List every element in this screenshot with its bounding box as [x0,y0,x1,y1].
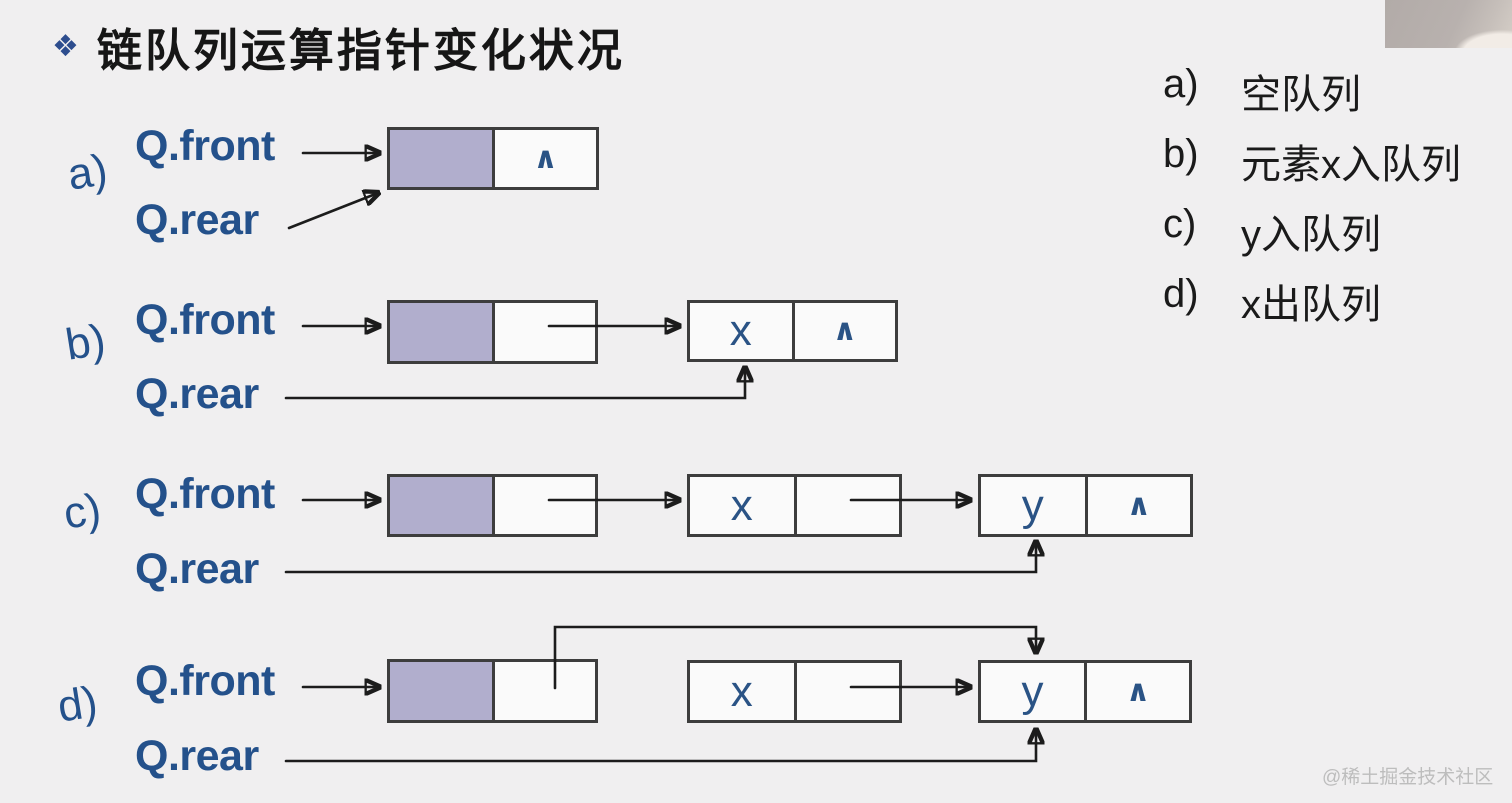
queue-node-x-c: x [687,474,902,537]
queue-node-head-d [387,659,598,723]
node-pointer-cell [495,303,595,361]
queue-node-x-d: x [687,660,902,723]
queue-node-head-a: ∧ [387,127,599,190]
node-data-cell: y [981,477,1088,534]
queue-node-x-b: x ∧ [687,300,898,362]
q-front-label-c: Q.front [135,470,275,518]
legend-prefix: a) [1163,62,1199,106]
node-data-cell [390,477,495,534]
node-data-cell: x [690,663,797,720]
queue-node-head-c [387,474,598,537]
node-pointer-cell: ∧ [1126,488,1151,522]
node-pointer-cell [495,662,595,720]
webcam-photo-fragment [1385,0,1512,48]
legend-text: 空队列 [1241,73,1361,117]
node-pointer-cell [797,477,899,534]
row-label-b: b) [62,315,109,370]
q-front-label-a: Q.front [135,122,275,170]
legend-text: y入队列 [1241,213,1381,257]
node-data-cell [390,662,495,720]
node-pointer-cell [797,663,899,720]
legend-prefix: d) [1163,272,1199,316]
rear-pointer-arrow-d [284,730,1036,763]
node-data-cell [390,130,496,187]
diamond-bullet-icon: ❖ [52,29,79,63]
watermark: @稀土掘金技术社区 [1322,767,1494,788]
legend-item-b: b) 元素x入队列 [1163,132,1461,202]
node-pointer-cell: ∧ [533,141,558,175]
q-front-label-b: Q.front [135,296,275,344]
queue-node-y-c: y ∧ [978,474,1193,537]
q-rear-label-b: Q.rear [135,370,259,418]
legend-text: 元素x入队列 [1241,143,1461,187]
node-data-cell [390,303,495,361]
legend-prefix: c) [1163,202,1197,246]
queue-node-head-b [387,300,598,364]
node-data-cell: x [690,303,795,359]
q-rear-label-d: Q.rear [135,732,259,780]
legend-item-d: d) x出队列 [1163,272,1461,342]
row-label-d: d) [54,677,101,732]
row-label-a: a) [64,145,111,200]
q-front-label-d: Q.front [135,657,275,705]
row-label-c: c) [60,484,105,539]
node-data-cell: x [690,477,797,534]
queue-node-y-d: y ∧ [978,660,1192,723]
legend-item-a: a) 空队列 [1163,62,1461,132]
legend-prefix: b) [1163,132,1199,176]
slide-title: ❖ 链队列运算指针变化状况 [52,14,625,79]
rear-pointer-arrow-b [284,368,745,400]
node-data-cell: y [981,663,1088,720]
q-rear-label-a: Q.rear [135,196,259,244]
legend-text: x出队列 [1241,283,1381,327]
node-pointer-cell [495,477,595,534]
node-pointer-cell: ∧ [1125,674,1151,708]
q-rear-label-c: Q.rear [135,545,259,593]
node-pointer-cell: ∧ [832,314,857,347]
rear-pointer-arrow-c [284,542,1036,574]
page-title: 链队列运算指针变化状况 [96,25,625,76]
legend-item-c: c) y入队列 [1163,202,1461,272]
legend: a) 空队列 b) 元素x入队列 c) y入队列 d) x出队列 [1163,62,1461,342]
rear-pointer-arrow-a [287,193,378,230]
